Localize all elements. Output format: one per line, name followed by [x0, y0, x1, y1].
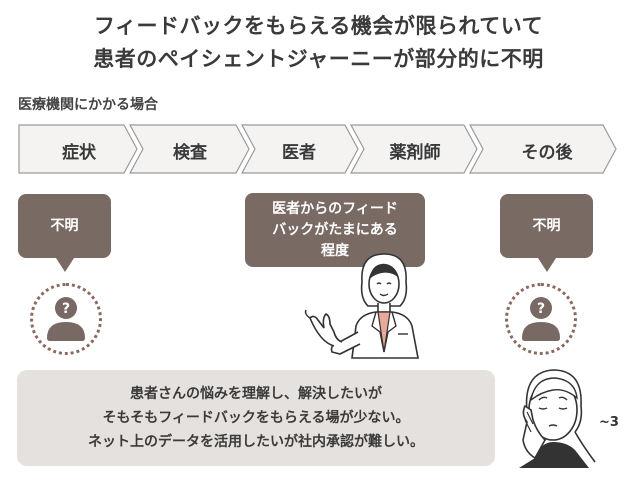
journey-step-label: その後: [521, 143, 573, 163]
doctor-illustration: [304, 253, 419, 359]
unknown-person-right: ?: [505, 283, 577, 355]
headline-line-1: フィードバックをもらえる機会が限られていて: [93, 14, 544, 38]
bubble-unknown-right: 不明: [500, 194, 593, 272]
journey-step-doctor: [240, 124, 359, 174]
bubble-doctor-feedback: 医者からのフィード バックがたまにある 程度: [245, 193, 425, 281]
pain-point-line: ネット上のデータを活用したいが社内承認が難しい。: [88, 434, 424, 450]
journey-step-label: 検査: [173, 143, 207, 163]
unknown-person-icon: ?: [47, 297, 85, 341]
bubble-doctor-line: 医者からのフィード: [272, 201, 398, 217]
headline-line-2: 患者のペイシェントジャーニーが部分的に不明: [93, 47, 544, 71]
section-label: 医療機関にかかる場合: [18, 97, 158, 113]
pain-point-line: そもそもフィードバックをもらえる場が少ない。: [102, 410, 410, 426]
journey-step-exam: [128, 124, 250, 174]
journey-step-after: [468, 124, 617, 174]
sigh-mark: ~3: [599, 415, 619, 430]
journey-step-pharmacist: [349, 124, 478, 174]
worried-person-illustration: ~3: [519, 369, 619, 468]
pain-point-line: 患者さんの悩みを理解し、解決したいが: [130, 386, 382, 402]
journey-flow: [18, 124, 617, 174]
journey-step-label: 薬剤師: [389, 143, 441, 163]
journey-step-label: 医者: [282, 143, 316, 163]
unknown-person-left: ?: [30, 283, 102, 355]
journey-step-label: 症状: [62, 143, 96, 163]
bubble-doctor-line: 程度: [321, 243, 349, 259]
question-mark: ?: [62, 301, 70, 317]
pain-point-panel: 患者さんの悩みを理解し、解決したいが そもそもフィードバックをもらえる場が少ない…: [17, 370, 495, 466]
bubble-doctor-line: バックがたまにある: [272, 222, 398, 238]
bubble-unknown-left: 不明: [18, 194, 111, 272]
question-mark: ?: [537, 301, 545, 317]
unknown-person-icon: ?: [522, 297, 560, 341]
journey-step-symptom: [18, 124, 138, 174]
